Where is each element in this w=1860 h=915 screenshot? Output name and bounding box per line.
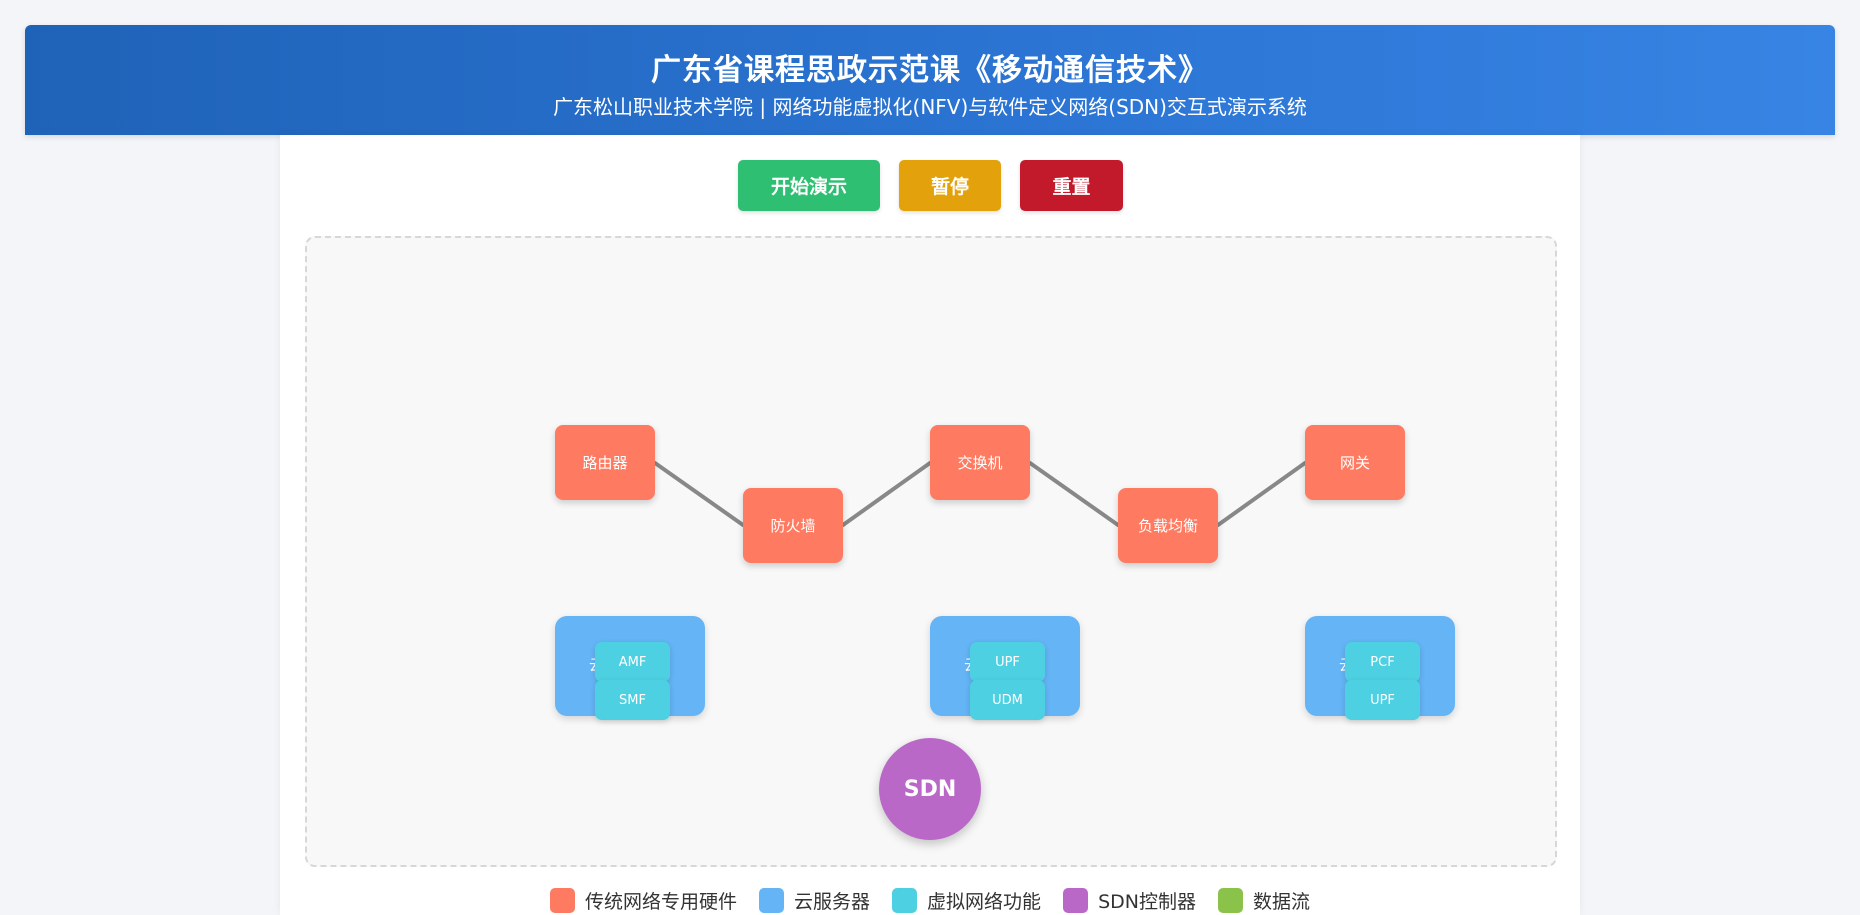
page-header: 广东省课程思政示范课《移动通信技术》 广东松山职业技术学院 | 网络功能虚拟化(… (25, 25, 1835, 135)
main-panel: 开始演示 暂停 重置 路由器 防火墙 交换机 负载均衡 网关 云 AMF SMF… (280, 135, 1580, 915)
pause-button[interactable]: 暂停 (899, 160, 1001, 211)
network-links (653, 461, 1307, 527)
legend-swatch (892, 888, 918, 913)
link-switch-loadbalancer (1028, 461, 1120, 527)
legend-swatch (1063, 888, 1089, 913)
legend-swatch (550, 888, 576, 913)
vnf-upf-2[interactable]: UPF (1345, 680, 1420, 720)
start-demo-button[interactable]: 开始演示 (738, 160, 880, 211)
vnf-smf[interactable]: SMF (595, 680, 670, 720)
legend-item-vnf: 虚拟网络功能 (892, 887, 1041, 914)
cloud-server-1[interactable]: 云 AMF SMF (555, 616, 705, 720)
legend-item-cloud-server: 云服务器 (759, 887, 870, 914)
vnf-pcf[interactable]: PCF (1345, 642, 1420, 682)
vnf-upf[interactable]: UPF (970, 642, 1045, 682)
legend-label: 数据流 (1252, 891, 1310, 913)
vnf-udm[interactable]: UDM (970, 680, 1045, 720)
legend-swatch (1217, 888, 1243, 913)
legend: 传统网络专用硬件 云服务器 虚拟网络功能 SDN控制器 数据流 (280, 887, 1580, 914)
legend-item-hardware: 传统网络专用硬件 (550, 887, 737, 914)
legend-label: 传统网络专用硬件 (585, 891, 738, 913)
reset-button[interactable]: 重置 (1020, 160, 1123, 211)
legend-item-dataflow: 数据流 (1217, 887, 1310, 914)
page-subtitle: 广东松山职业技术学院 | 网络功能虚拟化(NFV)与软件定义网络(SDN)交互式… (553, 95, 1307, 119)
switch-node[interactable]: 交换机 (930, 425, 1030, 500)
legend-label: 虚拟网络功能 (927, 891, 1042, 913)
legend-swatch (759, 888, 785, 913)
firewall-node[interactable]: 防火墙 (743, 488, 843, 563)
cloud-server-3[interactable]: 云 PCF UPF (1305, 616, 1455, 720)
legend-label: SDN控制器 (1098, 891, 1196, 913)
page-title: 广东省课程思政示范课《移动通信技术》 (651, 53, 1209, 88)
link-router-firewall (653, 461, 745, 527)
router-node[interactable]: 路由器 (555, 425, 655, 500)
cloud-server-2[interactable]: 云 UPF UDM (930, 616, 1080, 720)
legend-label: 云服务器 (794, 891, 871, 913)
sdn-controller[interactable]: SDN (879, 738, 981, 840)
legend-item-sdn: SDN控制器 (1063, 887, 1196, 914)
gateway-node[interactable]: 网关 (1305, 425, 1405, 500)
vnf-amf[interactable]: AMF (595, 642, 670, 682)
load-balancer-node[interactable]: 负载均衡 (1118, 488, 1218, 563)
link-firewall-switch (841, 461, 932, 527)
link-loadbalancer-gateway (1216, 461, 1307, 527)
network-stage: 路由器 防火墙 交换机 负载均衡 网关 云 AMF SMF 云 UPF UDM … (305, 236, 1557, 867)
